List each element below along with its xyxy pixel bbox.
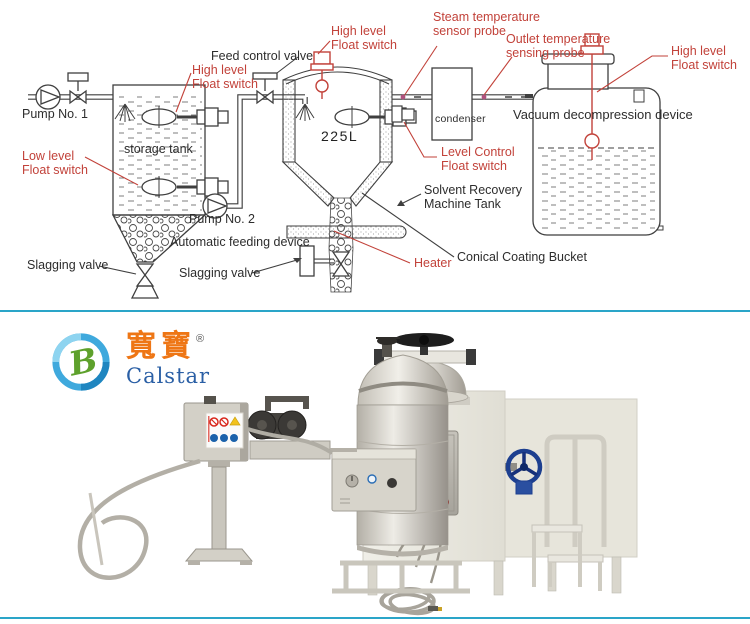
logo-english: Calstar [126,363,211,388]
label-condenser: condenser [435,113,486,125]
blue-valve [505,448,543,495]
tank-stand [332,560,470,594]
float-switch-high-storage [141,106,229,128]
label-pump-2: Pump No. 2 [189,212,256,226]
registered-mark-icon: ® [196,333,205,345]
steps [531,524,604,591]
diagram-section: Pump No. 1 High level Float switch Low l… [0,0,750,311]
label-outlet-probe: Outlet temperature sensing probe [506,32,611,60]
brand-logo: B 寬寶® Calstar [50,331,210,393]
pedestal-column [211,466,227,550]
knob-dark-icon [387,478,397,488]
label-slagging-left: Slagging valve [27,258,109,272]
label-solvent-recovery: Solvent Recovery Machine Tank [424,183,522,211]
label-pump-1: Pump No. 1 [22,107,89,121]
equipment-photo [77,333,638,616]
photo-section: B 寬寶® Calstar [0,313,750,624]
red-leader-lines [84,40,668,264]
feed-control-valve-symbol [252,72,278,105]
label-high-level-vacuum: High level Float switch [671,44,737,72]
machine-tank-shape [281,51,417,293]
coating-bucket-column [328,197,354,293]
label-low-level: Low level Float switch [22,149,88,177]
label-conical-bucket: Conical Coating Bucket [457,250,587,264]
logo-chinese: 寬寶 [126,330,196,363]
level-control-fitting [391,105,415,123]
label-feed-control-valve: Feed control valve [211,49,314,63]
logo-text: 寬寶® Calstar [126,331,210,388]
conveyor-slagging-valve [299,245,351,277]
section-divider-top [0,310,750,312]
tank-control-box [331,448,417,512]
schematic-drawing [28,33,668,299]
machine-side-panel [504,398,638,594]
label-slagging-right: Slagging valve [179,266,261,280]
label-level-control: Level Control Float switch [441,145,515,173]
calstar-logo-icon: B [52,333,110,391]
float-switch-low-storage [141,176,229,198]
section-divider-bottom [0,617,750,619]
condenser-box [431,67,473,141]
feed-hose [247,427,334,455]
label-tank-capacity: 225L [321,128,359,144]
label-high-level-storage: High level Float switch [192,63,258,91]
pedestal-control-box [77,396,334,580]
label-vacuum-device: Vacuum decompression device [513,107,693,122]
looped-hose [77,458,201,580]
pump-1-symbol [35,72,89,110]
warning-sticker-pedestal [205,412,244,449]
storage-tank-shape [111,84,229,263]
slagging-valve-left-symbol [130,263,160,299]
pump-2-symbol [202,193,228,219]
high-level-float-probe [580,33,604,160]
black-leader-lines [98,56,455,275]
spray-nozzle-icon [114,103,136,122]
label-heater: Heater [414,256,452,270]
diaphragm-pump [247,396,357,460]
label-steam-probe: Steam temperature sensor probe [433,10,540,38]
gauge-icon [367,474,377,484]
high-level-float-device [310,51,334,99]
pedestal-base [184,548,254,562]
label-automatic-feeding: Automatic feeding device [170,235,310,249]
label-high-level-machine: High level Float switch [331,24,397,52]
vacuum-device-shape [525,33,661,236]
spray-nozzle-icon [295,103,315,121]
label-storage-tank: storage tank [124,142,193,156]
